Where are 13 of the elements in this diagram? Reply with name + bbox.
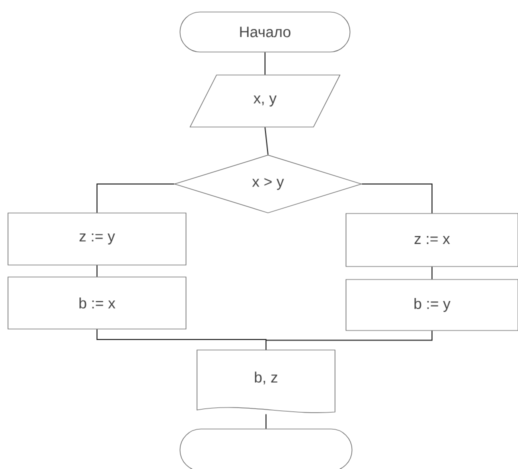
connector-line (96, 184, 175, 214)
connector-line (361, 184, 432, 214)
process-box: b := x (8, 276, 186, 330)
connector-line (266, 330, 432, 350)
input-parallelogram: x, y (190, 74, 340, 128)
process-box: z := y (8, 212, 186, 266)
connector-line (96, 264, 98, 278)
terminal-box: Начало (180, 12, 350, 52)
connector-line (264, 126, 268, 156)
process-box: b := y (346, 279, 518, 331)
connector-line (264, 52, 266, 76)
terminal-box (180, 428, 352, 469)
process-box: z := x (346, 213, 518, 267)
